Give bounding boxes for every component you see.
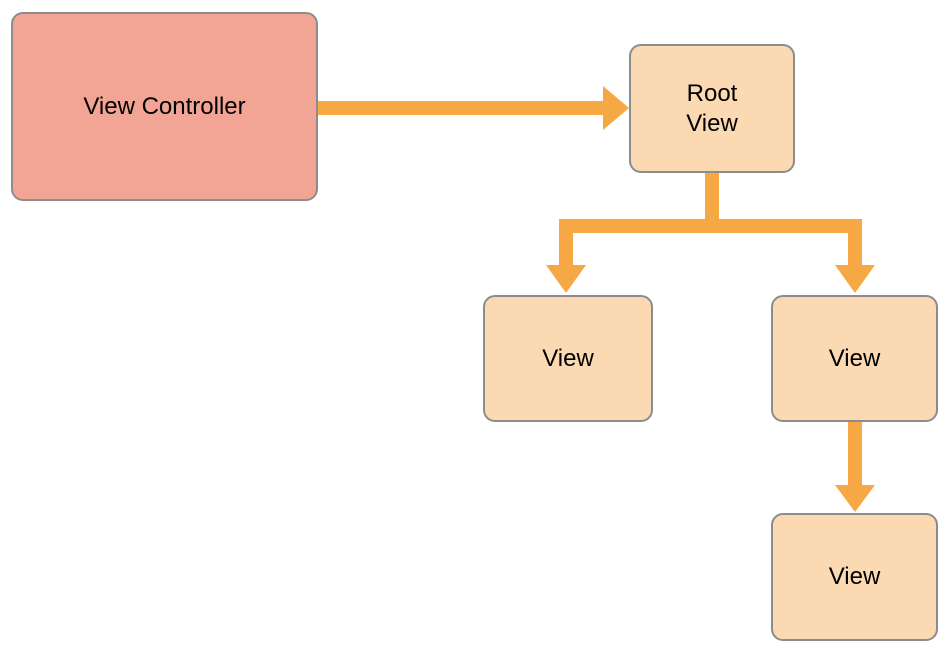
arrow-controller-to-rootview [318, 86, 629, 130]
node-root-view: Root View [629, 44, 795, 173]
node-view-bottom-label: View [828, 563, 881, 590]
arrow-view-to-subview [835, 422, 875, 512]
node-view-left: View [483, 295, 653, 422]
node-view-bottom: View [771, 513, 938, 641]
node-view-left-label: View [542, 344, 594, 372]
arrow-rootview-to-subviews [546, 172, 875, 293]
node-root-view-label: Root View [686, 79, 738, 137]
node-view-right: View [771, 295, 938, 422]
node-view-controller: View Controller [11, 12, 318, 201]
node-view-controller-label: View Controller [83, 92, 246, 120]
node-view-right-label: View [828, 344, 881, 372]
